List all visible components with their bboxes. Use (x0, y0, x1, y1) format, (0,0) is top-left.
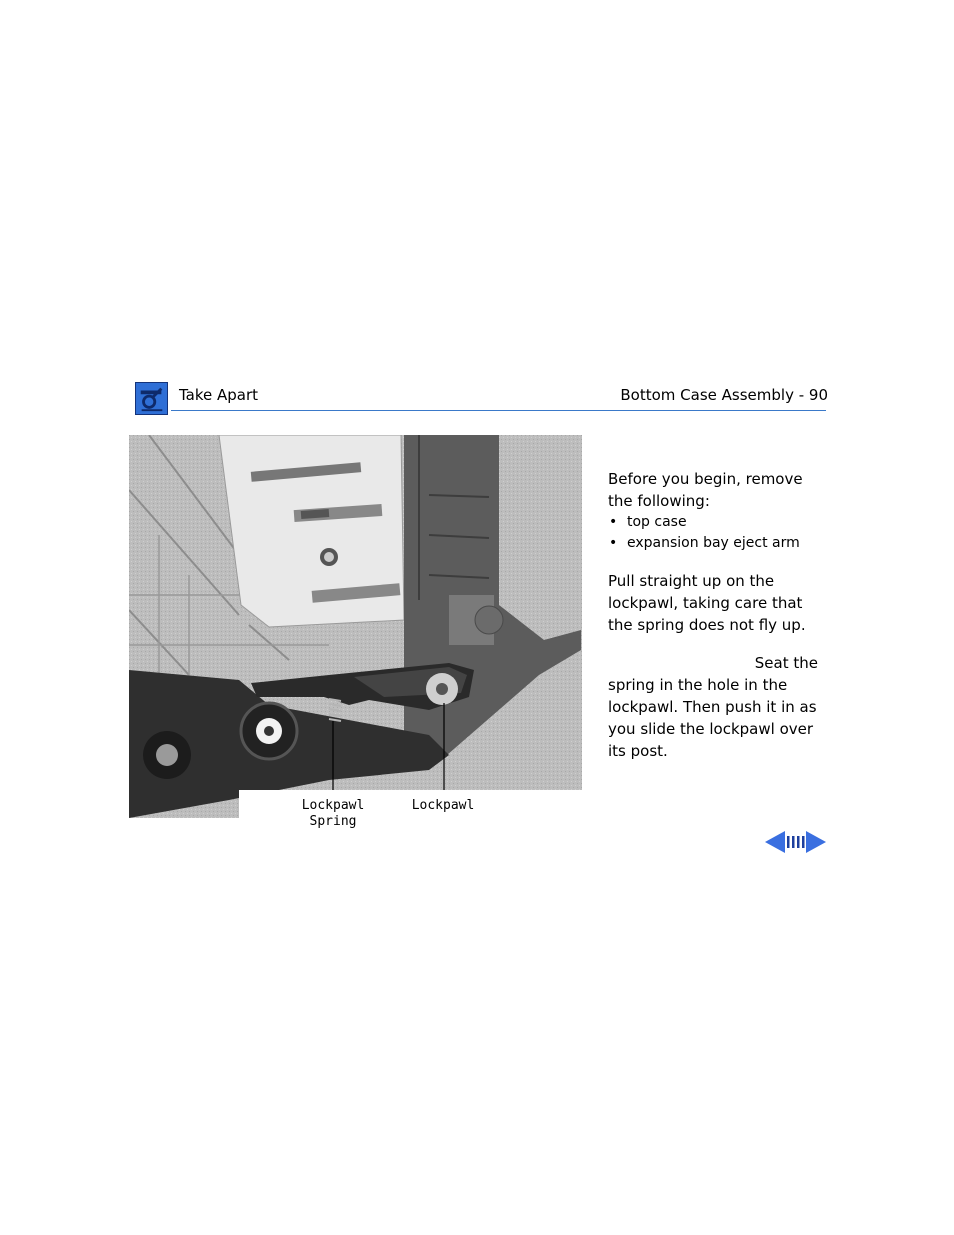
list-item: top case (608, 512, 830, 533)
lockpawl-photo: Lockpawl Spring Lockpawl (128, 434, 582, 832)
list-item: expansion bay eject arm (608, 533, 830, 554)
previous-page-button[interactable] (765, 831, 785, 853)
page-navigation (765, 831, 826, 853)
index-button[interactable] (786, 831, 805, 853)
header-divider (171, 410, 826, 411)
step-replace-lead: Seat the (754, 654, 818, 672)
page-title: Bottom Case Assembly - 90 (620, 386, 828, 404)
intro-text: Before you begin, remove the following: (608, 470, 803, 510)
section-title: Take Apart (179, 386, 259, 404)
callout-lockpawl-spring-line1: Lockpawl (302, 798, 365, 813)
callout-lockpawl: Lockpawl (412, 798, 475, 813)
next-page-button[interactable] (806, 831, 826, 853)
callout-lockpawl-spring-line2: Spring (310, 814, 357, 829)
previous-page-icon (765, 831, 785, 853)
step-replace-text: spring in the hole in the lockpawl. Then… (608, 676, 817, 760)
prerequisite-list: top case expansion bay eject arm (608, 512, 830, 554)
next-page-icon (806, 831, 826, 853)
step-remove-text: Pull straight up on the lockpawl, taking… (608, 572, 806, 634)
toolbox-logo-icon (135, 382, 168, 415)
instructions: Before you begin, remove the following: … (608, 468, 830, 762)
index-icon (786, 836, 805, 848)
page-header: Take Apart Bottom Case Assembly - 90 (133, 378, 828, 415)
